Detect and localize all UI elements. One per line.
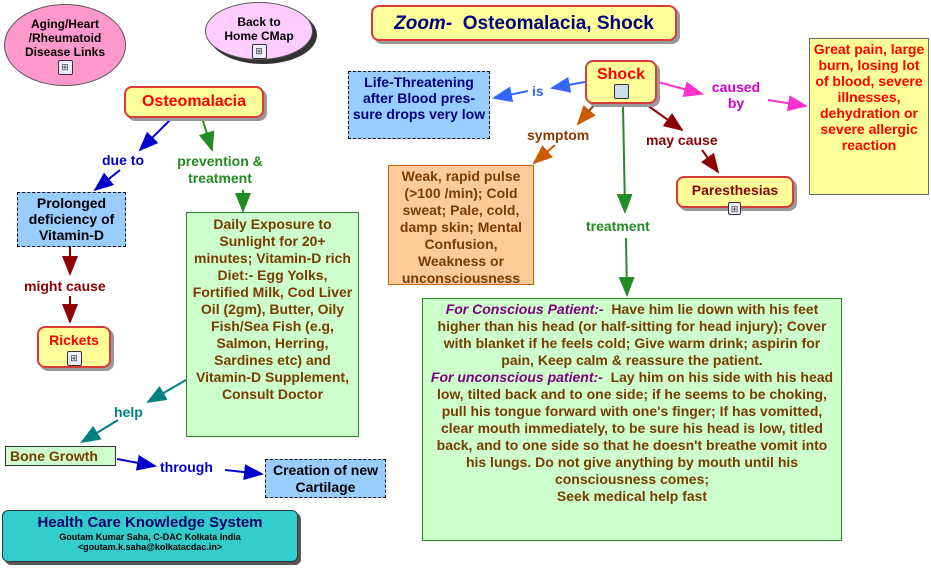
bone-growth-label: Bone Growth <box>10 448 98 464</box>
arrow-caused-by-box <box>767 95 808 112</box>
arrow-may-cause-paresthesias <box>700 149 720 174</box>
conscious-label: For Conscious Patient:- <box>445 301 604 317</box>
link-treatment: treatment <box>586 218 650 234</box>
arrow-shock-treatment <box>616 104 633 214</box>
vitamin-d-deficiency-node: Prolonged deficiency of Vitamin-D <box>17 192 126 247</box>
back-to-home-label: Back to Home CMap <box>224 15 294 43</box>
paresthesias-label: Paresthesias <box>691 182 779 198</box>
rickets-node: Rickets ⊞ <box>37 326 111 368</box>
bone-growth-node: Bone Growth <box>5 446 116 466</box>
arrow-is-life <box>492 86 529 103</box>
title-topic: Osteomalacia, Shock <box>462 13 654 34</box>
footer-author: Goutam Kumar Saha, C-DAC Kolkata India <box>59 532 241 542</box>
footer-email: <goutam.k.saha@kolkatacdac.in> <box>77 542 223 552</box>
final-advice: Seek medical help fast <box>556 488 708 504</box>
cmap-link-icon[interactable]: ⊞ <box>251 44 267 59</box>
arrow-through-cartilage <box>224 464 264 481</box>
footer-title: Health Care Knowledge System <box>37 514 263 531</box>
link-prevention-treatment: prevention & treatment <box>177 153 263 186</box>
image-link-icon[interactable] <box>613 84 629 99</box>
aging-heart-links-label: Aging/Heart /Rheumatoid Disease Links <box>24 17 106 59</box>
link-may-cause: may cause <box>646 132 718 148</box>
link-is: is <box>532 83 544 99</box>
link-due-to: due to <box>102 152 144 168</box>
shock-causes-text: Great pain, large burn, losing lot of bl… <box>813 41 925 153</box>
life-threatening-node: Life-Threatening after Blood pres-sure d… <box>348 71 490 139</box>
arrow-treatment-help <box>146 379 187 404</box>
link-might-cause: might cause <box>24 278 106 294</box>
life-threatening-label: Life-Threatening after Blood pres-sure d… <box>352 74 486 122</box>
arrow-shock-caused-by <box>657 81 704 97</box>
unconscious-label: For unconscious patient:- <box>430 369 603 385</box>
page-title: Zoom- Osteomalacia, Shock <box>371 5 677 41</box>
cmap-link-icon[interactable]: ⊞ <box>66 351 82 366</box>
arrow-osteo-due-to <box>138 117 173 152</box>
cartilage-node: Creation of new Cartilage <box>265 459 386 498</box>
cmap-link-icon[interactable]: ⊞ <box>728 202 741 215</box>
rickets-label: Rickets <box>49 332 99 348</box>
arrow-treatment-box <box>618 237 635 297</box>
link-through: through <box>160 459 213 475</box>
shock-node: Shock <box>585 60 657 104</box>
unconscious-text: Lay him on his side with his head low, t… <box>436 369 834 487</box>
shock-symptom-node: Weak, rapid pulse (>100 /min); Cold swea… <box>388 165 534 286</box>
osteomalacia-node: Osteomalacia <box>124 86 264 118</box>
arrow-osteo-prevention <box>198 117 215 152</box>
cmap-link-icon[interactable]: ⊞ <box>57 60 73 75</box>
shock-causes-node: Great pain, large burn, losing lot of bl… <box>809 38 929 195</box>
arrow-help-bone <box>80 419 119 444</box>
arrow-shock-may-cause <box>639 99 684 132</box>
cartilage-label: Creation of new Cartilage <box>272 462 378 495</box>
arrow-shock-is <box>550 76 586 93</box>
osteomalacia-label: Osteomalacia <box>141 93 247 110</box>
osteo-treatment-node: Daily Exposure to Sunlight for 20+ minut… <box>186 212 359 437</box>
link-caused-by: caused by <box>711 79 761 111</box>
conscious-text: Have him lie down with his feet higher t… <box>437 301 827 368</box>
arrow-symptom-box <box>532 144 556 165</box>
aging-heart-links-node[interactable]: Aging/Heart /Rheumatoid Disease Links ⊞ <box>4 4 126 86</box>
arrow-due-to-deficiency <box>93 169 121 192</box>
footer-panel: Health Care Knowledge System Goutam Kuma… <box>2 510 298 562</box>
vitamin-d-deficiency-label: Prolonged deficiency of Vitamin-D <box>28 195 115 243</box>
shock-symptom-text: Weak, rapid pulse (>100 /min); Cold swea… <box>399 168 523 286</box>
link-help: help <box>114 404 143 420</box>
osteo-treatment-text: Daily Exposure to Sunlight for 20+ minut… <box>192 216 353 402</box>
link-symptom: symptom <box>527 127 590 143</box>
arrow-bone-through <box>116 454 157 471</box>
title-zoom: Zoom- <box>394 13 453 34</box>
shock-label: Shock <box>596 66 645 83</box>
back-to-home-node[interactable]: Back to Home CMap ⊞ <box>205 2 313 60</box>
shock-treatment-node: For Conscious Patient:- Have him lie dow… <box>422 298 842 541</box>
